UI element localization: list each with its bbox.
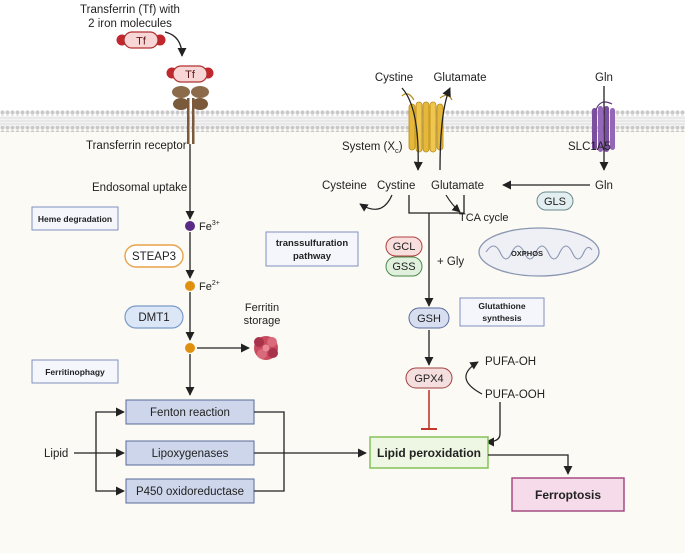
enzymes-bracket — [254, 411, 285, 492]
transferrin-receptor-label: Transferrin receptor — [86, 140, 187, 152]
fenton-reaction-box — [125, 399, 255, 425]
tca-cycle-label: TCA cycle — [459, 212, 509, 224]
gln-mid-label: Gln — [595, 180, 613, 192]
fe2-label: Fe2+ — [199, 280, 220, 293]
fenton-reaction-label: Fenton reaction — [150, 407, 230, 419]
labile-iron-ion — [185, 343, 195, 353]
mitochondrion-icon — [478, 227, 600, 277]
transsulfuration-line2: pathway — [293, 251, 332, 262]
cystine-top-label: Cystine — [375, 72, 413, 84]
lipid-peroxidation-label: Lipid peroxidation — [377, 446, 481, 460]
ferroptosis-label: Ferroptosis — [535, 488, 601, 502]
dmt1-label: DMT1 — [138, 312, 169, 324]
pufa-ooh-label: PUFA-OOH — [485, 389, 545, 401]
ferritin-cluster-icon — [254, 336, 278, 360]
pufa-ooh-to-peroxidation-arrow — [485, 402, 501, 447]
glutamate-to-tca-arrow — [445, 194, 461, 213]
gls-node — [536, 191, 574, 211]
pufa-reduction-arrow — [465, 361, 483, 395]
ferroptosis-box — [511, 477, 625, 512]
heme-degradation-label: Heme degradation — [38, 214, 112, 224]
lipid-label: Lipid — [44, 448, 68, 460]
glutathione-synthesis-box — [459, 297, 545, 327]
glutamate-top-label: Glutamate — [433, 72, 486, 84]
gpx4-label: GPX4 — [414, 373, 443, 385]
gcl-label: GCL — [393, 241, 416, 253]
ferritin-storage-line2: storage — [244, 315, 281, 327]
glutamate-mid-label: Glutamate — [431, 180, 484, 192]
transferrin-icon — [116, 31, 166, 49]
fe2-ion — [185, 281, 195, 291]
transsulfuration-line1: transsulfuration — [276, 238, 349, 249]
lipoxygenases-label: Lipoxygenases — [152, 448, 229, 460]
steap3-node — [124, 244, 184, 268]
gpx4-node — [405, 367, 453, 389]
lipoxygenases-box — [125, 440, 255, 466]
tf-caption-line1: Transferrin (Tf) with — [80, 4, 180, 16]
cystine-mid-label: Cystine — [377, 180, 415, 192]
tf-receptor-tf-label: Tf — [185, 69, 196, 81]
cystine-import-arrow — [401, 87, 423, 171]
cysteine-label: Cysteine — [322, 180, 367, 192]
lipid-to-fenton-arrow — [95, 407, 125, 453]
endosomal-uptake-label: Endosomal uptake — [92, 182, 187, 194]
gsh-label: GSH — [417, 313, 441, 325]
glutathione-line2: synthesis — [482, 313, 521, 323]
glutamate-export-arrow — [439, 87, 451, 171]
heme-degradation-box — [31, 206, 119, 231]
gln-top-label: Gln — [595, 72, 613, 84]
gcl-node — [385, 236, 423, 257]
gsh-node — [408, 307, 450, 329]
pufa-oh-label: PUFA-OH — [485, 356, 536, 368]
ferritinophagy-box — [31, 359, 119, 384]
fe3-ion — [185, 221, 195, 231]
cystine-glutamate-bracket — [408, 195, 465, 214]
gss-node — [385, 256, 423, 277]
tf-label: Tf — [136, 36, 147, 48]
plus-gly-label: + Gly — [437, 256, 464, 268]
tf-caption-line2: 2 iron molecules — [88, 18, 172, 30]
glutamine-transporter-icon — [592, 101, 615, 152]
dmt1-node — [124, 305, 184, 329]
oxphos-label: OXPHOS — [511, 249, 543, 258]
gss-label: GSS — [392, 261, 415, 273]
fe3-label: Fe3+ — [199, 220, 220, 233]
glutathione-line1: Glutathione — [478, 301, 525, 311]
lipid-peroxidation-box — [369, 436, 489, 469]
cell-membrane — [0, 110, 685, 132]
lipid-to-p450-arrow — [95, 453, 125, 496]
slc1a5-label: SLC1A5 — [568, 141, 611, 153]
steap3-label: STEAP3 — [132, 251, 176, 263]
ferritin-storage-line1: Ferritin — [245, 302, 279, 314]
p450-label: P450 oxidoreductase — [136, 486, 244, 498]
cystine-to-cysteine-arrow — [359, 194, 393, 212]
transsulfuration-box — [265, 231, 359, 267]
p450-box — [125, 478, 255, 504]
peroxidation-to-ferroptosis-arrow — [488, 454, 573, 475]
ferritinophagy-label: Ferritinophagy — [45, 367, 105, 377]
transferrin-receptor-icon — [166, 65, 214, 144]
system-xc-label: System (Xc) — [342, 141, 403, 155]
tf-binding-arrow — [164, 31, 187, 57]
gls-label: GLS — [544, 196, 566, 208]
